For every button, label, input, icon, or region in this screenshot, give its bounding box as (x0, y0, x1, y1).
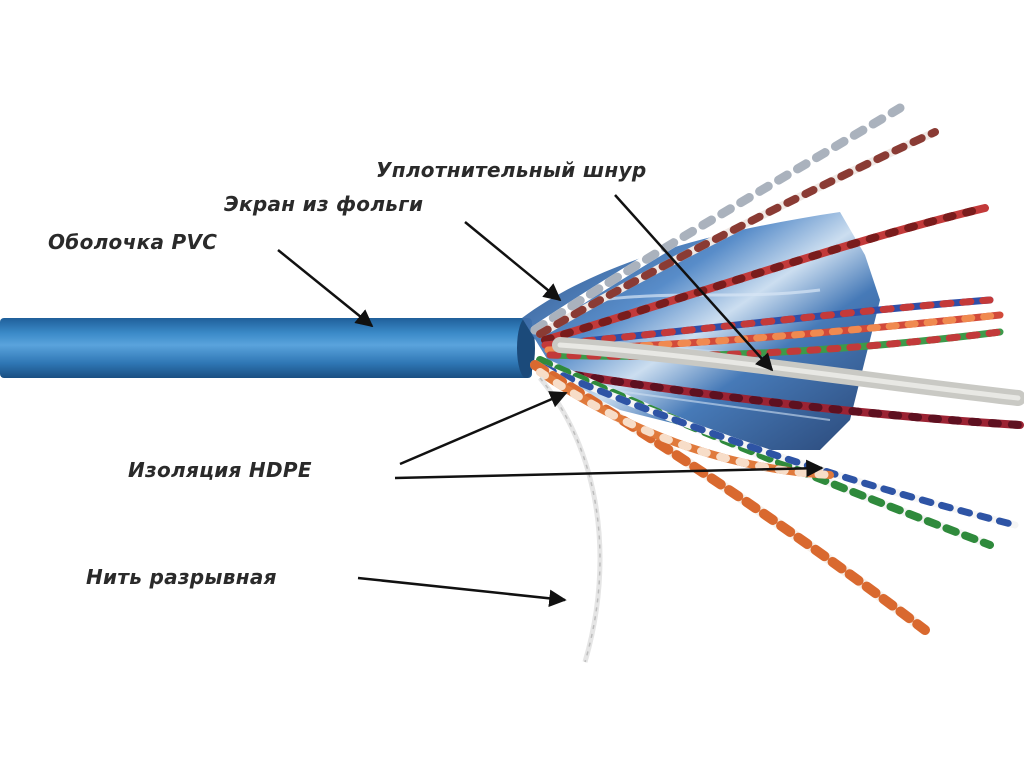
arrow-foil (464, 221, 562, 302)
label-hdpe-insulation: Изоляция HDPE (128, 458, 312, 482)
callout-arrows (277, 194, 824, 608)
arrow-sheath (277, 249, 374, 328)
ripcord-thread (538, 376, 603, 663)
pvc-jacket (0, 318, 535, 378)
label-foil-screen: Экран из фольги (224, 192, 424, 216)
arrow-insulation-1 (399, 391, 568, 466)
twisted-pairs (530, 103, 1024, 635)
label-pvc-sheath: Оболочка PVC (48, 230, 218, 254)
arrow-insulation-2 (394, 459, 824, 480)
label-ripcord: Нить разрывная (86, 565, 277, 589)
label-filler-cord: Уплотнительный шнур (376, 158, 647, 182)
arrow-filler (614, 194, 774, 372)
arrow-ripcord (357, 576, 567, 608)
